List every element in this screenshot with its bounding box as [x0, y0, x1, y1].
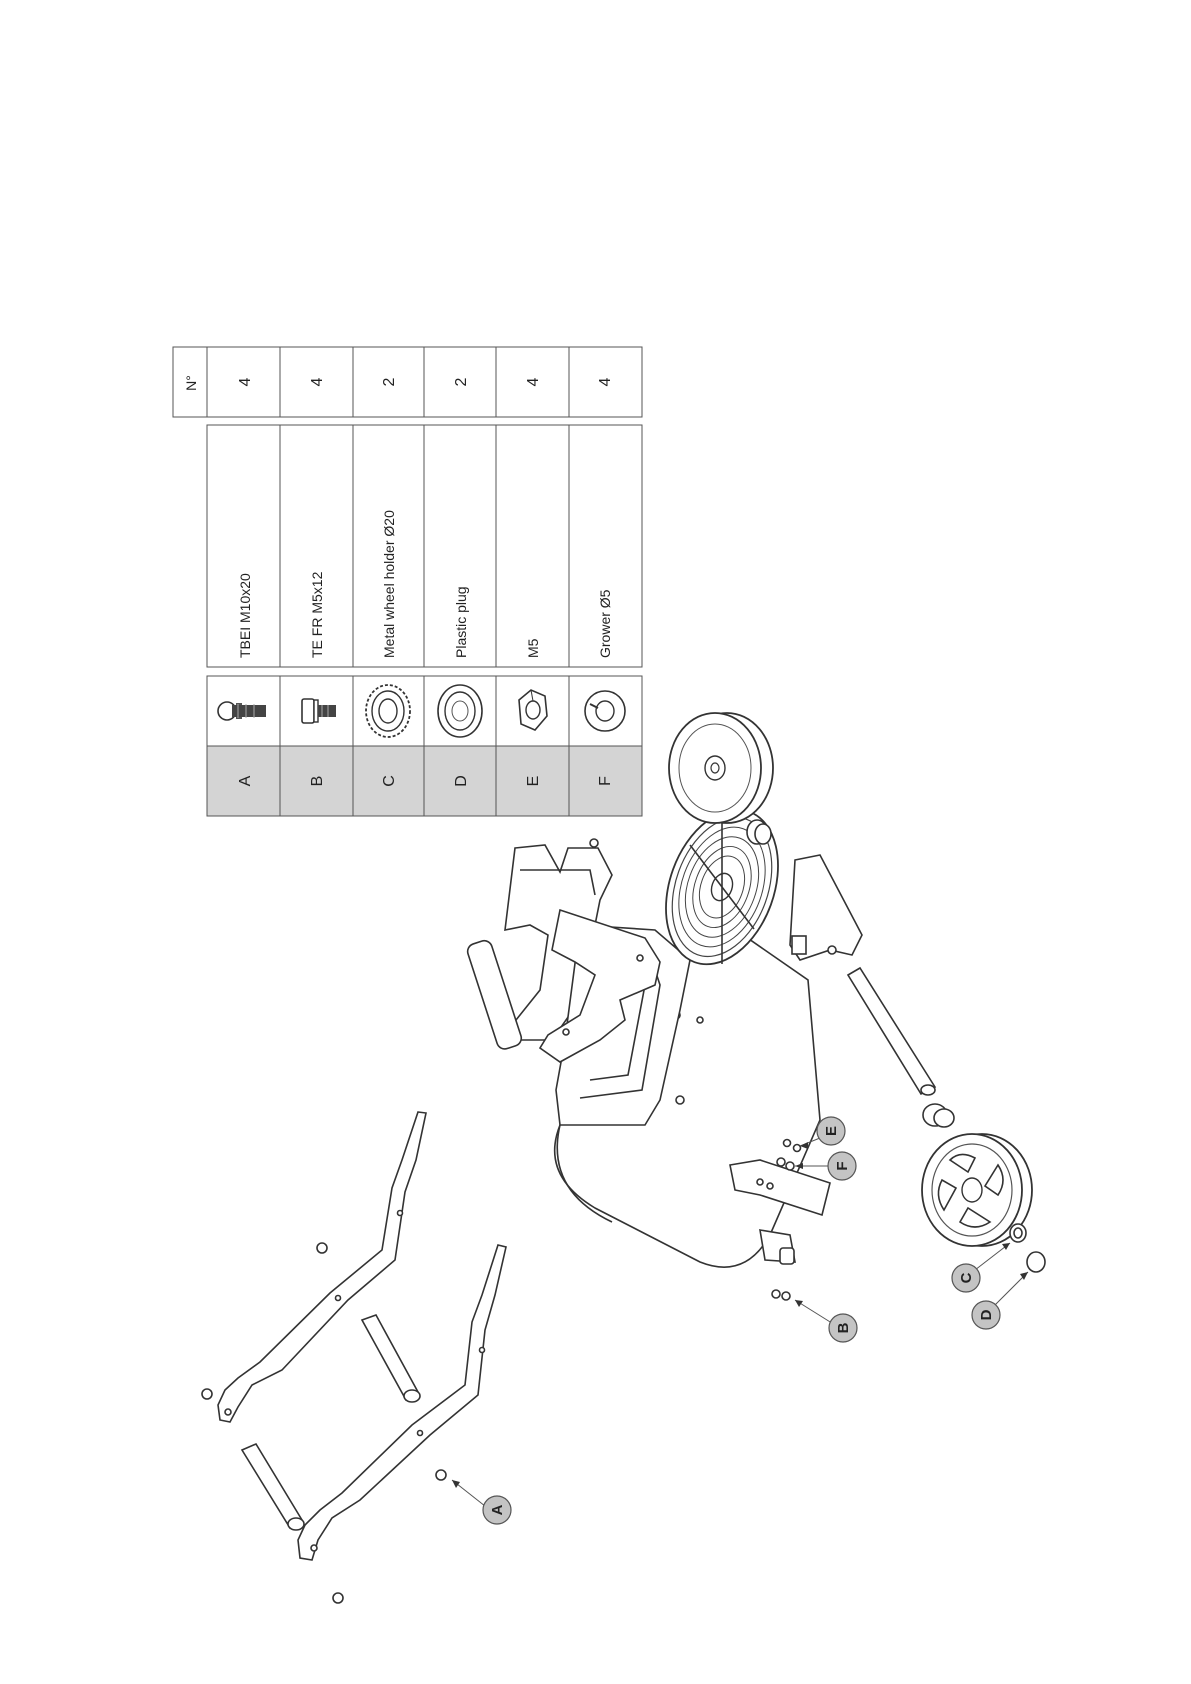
heater-body [466, 808, 863, 1268]
button-head-bolt-icon [217, 701, 266, 721]
quantity-e: 4 [525, 377, 542, 386]
code-d: D [453, 775, 470, 787]
handle-tubes [240, 1314, 421, 1531]
callout-b: B [794, 1299, 858, 1343]
callout-a: A [451, 1479, 512, 1525]
code-f: F [597, 776, 614, 786]
bolt-a-set [201, 1242, 447, 1604]
plastic-plug-icon [437, 684, 483, 738]
top-handle [466, 844, 691, 1126]
quantity-b: 4 [309, 377, 326, 386]
code-a: A [237, 775, 254, 786]
quantity-d: 2 [453, 377, 470, 386]
wheel-top [668, 712, 774, 824]
code-c: C [381, 775, 398, 787]
spring-washer-icon [584, 690, 626, 732]
quantity-f: 4 [597, 377, 614, 386]
handle-frame-upper [217, 1111, 427, 1423]
hex-nut-icon [518, 689, 548, 731]
description-c: Metal wheel holder Ø20 [381, 510, 397, 658]
description-f: Grower Ø5 [597, 589, 613, 658]
description-a: TBEI M10x20 [237, 573, 253, 658]
description-b: TE FR M5x12 [309, 571, 325, 658]
wheel-bottom [921, 1133, 1033, 1247]
quantity-column: 4 4 2 2 4 4 [206, 346, 643, 418]
fan-grille [665, 808, 779, 966]
axle [589, 819, 955, 1128]
flange-bolt-icon [301, 698, 336, 724]
svg-text:F: F [834, 1161, 851, 1170]
quantity-c: 2 [381, 377, 398, 386]
icon-column [206, 675, 643, 747]
svg-text:C: C [958, 1272, 975, 1283]
header-number-label: N° [183, 375, 199, 391]
toothed-lock-washer-icon [365, 684, 411, 738]
parts-table: N° 4 4 2 2 4 4 TBEI M10x20 TE FR M5x12 [172, 346, 643, 817]
svg-text:E: E [823, 1126, 840, 1136]
quantity-a: 4 [237, 377, 254, 386]
svg-text:A: A [489, 1504, 506, 1515]
handle-frame-lower [297, 1244, 507, 1561]
callout-d: D [971, 1271, 1029, 1330]
callout-e: E [799, 1116, 846, 1149]
description-d: Plastic plug [453, 586, 469, 658]
code-e: E [525, 776, 542, 787]
code-b: B [309, 776, 326, 787]
code-column: A B C D E F [206, 745, 643, 817]
header-number-cell [172, 346, 208, 418]
description-e: M5 [525, 638, 541, 658]
description-column: TBEI M10x20 TE FR M5x12 Metal wheel hold… [206, 424, 643, 668]
svg-text:B: B [835, 1322, 852, 1333]
svg-text:D: D [978, 1309, 995, 1320]
callout-c: C [951, 1242, 1011, 1293]
callout-f: F [795, 1151, 857, 1181]
